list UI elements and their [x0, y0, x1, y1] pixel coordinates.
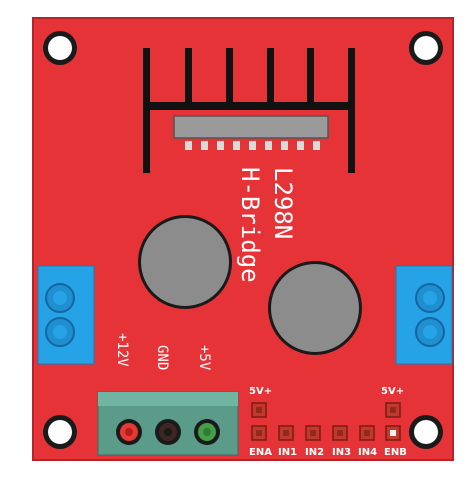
wire-5v [194, 419, 220, 445]
power-label-5v: +5V [196, 345, 212, 371]
power-label-12v: +12V [114, 333, 130, 367]
header-pin-in1 [278, 425, 294, 441]
motor-terminal-right [395, 265, 453, 365]
l298n-chip [173, 115, 329, 150]
capacitor-left [138, 215, 232, 309]
mounting-hole-bottom-left [43, 415, 77, 449]
header-label-ena: ENA [249, 447, 272, 458]
header-label-in2: IN2 [305, 447, 324, 458]
header-label-5v-left: 5V+ [249, 386, 272, 397]
jumper-pin-5v-right [385, 402, 401, 418]
header-label-in4: IN4 [358, 447, 377, 458]
power-terminal [97, 391, 239, 456]
wire-gnd [155, 419, 181, 445]
mounting-hole-top-left [43, 31, 77, 65]
chip-type-label: H-Bridge [236, 167, 264, 283]
power-label-gnd: GND [154, 345, 170, 370]
header-pin-in4 [359, 425, 375, 441]
mounting-hole-bottom-right [409, 415, 443, 449]
mounting-hole-top-right [409, 31, 443, 65]
wire-12v [116, 419, 142, 445]
header-pin-in2 [305, 425, 321, 441]
header-pin-enb [385, 425, 401, 441]
header-pin-in3 [332, 425, 348, 441]
pcb-board [32, 17, 454, 461]
header-label-enb: ENB [384, 447, 407, 458]
header-pin-ena [251, 425, 267, 441]
header-label-in3: IN3 [332, 447, 351, 458]
motor-terminal-left [37, 265, 95, 365]
heatsink [143, 48, 355, 173]
chip-model-label: L298N [269, 167, 297, 239]
header-label-in1: IN1 [278, 447, 297, 458]
capacitor-right [268, 261, 362, 355]
jumper-pin-5v-left [251, 402, 267, 418]
header-label-5v-right: 5V+ [381, 386, 404, 397]
